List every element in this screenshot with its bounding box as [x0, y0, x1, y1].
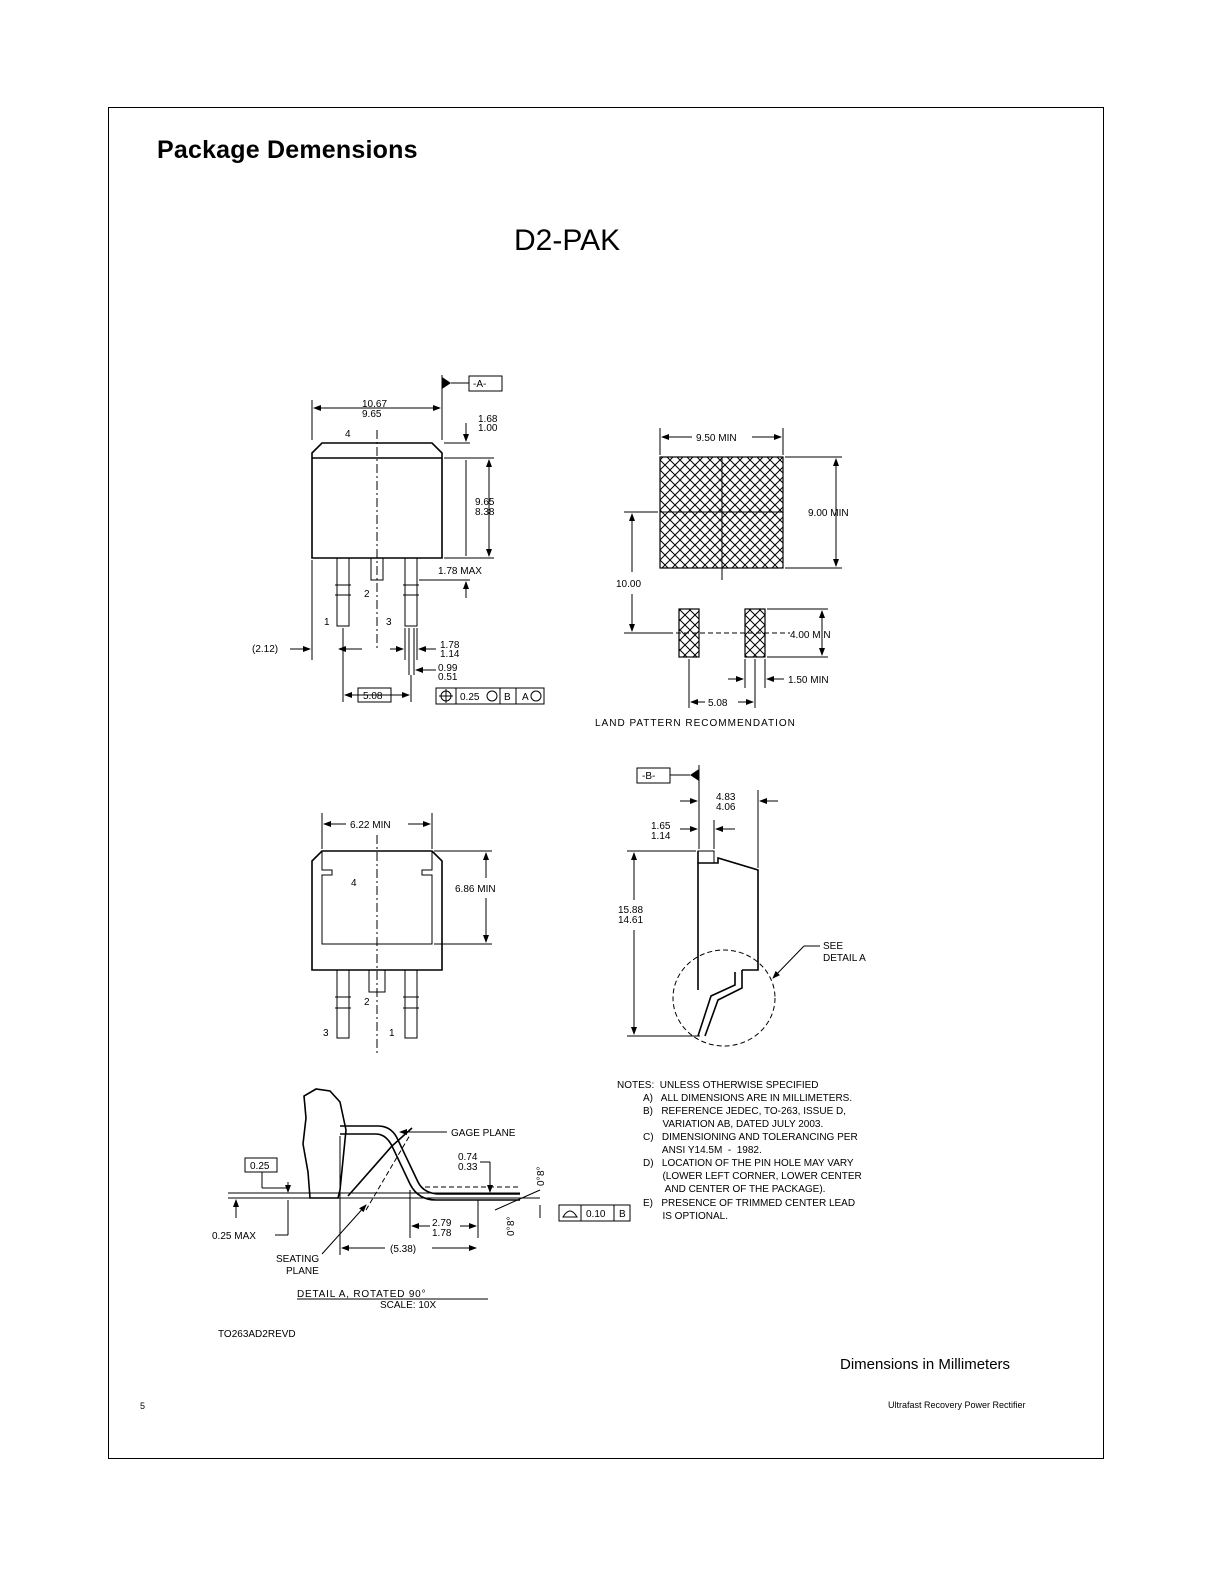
bottom-pin-3: [336, 969, 350, 1039]
pin-pitch: 5.08: [363, 691, 383, 702]
page-number: 5: [140, 1401, 146, 1411]
package-name: D2-PAK: [514, 224, 621, 257]
top-width-min: 9.65: [362, 409, 382, 420]
seating-plane-label: PLANE: [286, 1266, 319, 1277]
side-width-min: 4.06: [716, 802, 736, 813]
side-height-min: 14.61: [618, 915, 643, 926]
bottom-pin-2-label: 2: [364, 997, 370, 1008]
tol-ref-b: B: [504, 692, 511, 703]
side-tab-min: 1.14: [651, 831, 671, 842]
side-view: -B- 4.83 4.06 1.65 1.14 15.88 14.61 SEE …: [618, 765, 866, 1047]
page-title: Package Demensions: [157, 136, 418, 164]
detail-a-circle: [672, 949, 776, 1047]
notes: NOTES: UNLESS OTHERWISE SPECIFIED A) ALL…: [617, 1080, 862, 1222]
pad-width: 1.50 MIN: [788, 675, 829, 686]
bottom-pin-3-label: 3: [323, 1028, 329, 1039]
land-pattern: 9.50 MIN 9.00 MIN 10.00 4.00 MIN 1.50 MI…: [595, 428, 849, 729]
flatness-ref: B: [619, 1209, 626, 1220]
see-label: SEE: [823, 941, 843, 952]
datum-a: -A-: [473, 379, 486, 390]
pin-4-label: 4: [345, 429, 351, 440]
side-view-body: [697, 851, 759, 971]
top-width-max: 10.67: [362, 399, 387, 410]
lead-thick-max: 0.74: [458, 1152, 478, 1163]
datum-b: -B-: [642, 771, 655, 782]
note-line-2: B) REFERENCE JEDEC, TO-263, ISSUE D,: [643, 1106, 846, 1117]
note-line-4: C) DIMENSIONING AND TOLERANCING PER: [643, 1132, 858, 1143]
dimensions-note: Dimensions in Millimeters: [840, 1356, 1011, 1373]
bottom-pin-4-label: 4: [351, 878, 357, 889]
body-height-max: 9.65: [475, 497, 495, 508]
side-width-max: 4.83: [716, 792, 736, 803]
page-border: [108, 107, 1104, 1459]
note-line-3: VARIATION AB, DATED JULY 2003.: [643, 1119, 823, 1130]
pin-1-label: 1: [324, 617, 330, 628]
pin-width-max: 1.78: [440, 640, 460, 651]
angle-bottom-max: 8°: [506, 1216, 517, 1226]
notes-heading: NOTES: UNLESS OTHERWISE SPECIFIED: [617, 1080, 819, 1091]
land-caption: LAND PATTERN RECOMMENDATION: [595, 718, 796, 729]
gage-offset-box: 0.25: [250, 1161, 270, 1172]
detail-a: GAGE PLANE 0.25 0.25 MAX SEATING PLANE 0…: [212, 1088, 631, 1311]
detail-caption: DETAIL A, ROTATED 90°: [297, 1289, 426, 1300]
flatness-tol: 0.10: [586, 1209, 606, 1220]
bottom-pin-1-label: 1: [389, 1028, 395, 1039]
bottom-width: 6.22 MIN: [350, 820, 391, 831]
lead-max: 1.78 MAX: [438, 566, 482, 577]
foot-length-min: 1.78: [432, 1228, 452, 1239]
pin-3-lead: [404, 557, 418, 627]
detail-scale: SCALE: 10X: [380, 1300, 436, 1311]
side-tab-max: 1.65: [651, 821, 671, 832]
seating-label: SEATING: [276, 1254, 319, 1265]
position-tol: 0.25: [460, 692, 480, 703]
angle-top-min: 0°: [536, 1176, 547, 1186]
bottom-height: 6.86 MIN: [455, 884, 496, 895]
land-height: 9.00 MIN: [808, 508, 849, 519]
pin-3-label: 3: [386, 617, 392, 628]
land-width: 9.50 MIN: [696, 433, 737, 444]
offset-dim: (2.12): [252, 644, 278, 655]
pin-1-lead: [336, 557, 350, 627]
pin-thick-max: 0.99: [438, 663, 458, 674]
angle-bottom-min: 0°: [506, 1226, 517, 1236]
pad-height: 4.00 MIN: [790, 630, 831, 641]
top-height-max: 1.68: [478, 414, 498, 425]
note-line-9: E) PRESENCE OF TRIMMED CENTER LEAD: [643, 1198, 855, 1209]
body-height-min: 8.38: [475, 507, 495, 518]
side-height-max: 15.88: [618, 905, 643, 916]
bottom-view: 6.22 MIN 6.86 MIN 4 2 3 1: [311, 813, 496, 1055]
bottom-pin-1: [404, 969, 418, 1039]
pin-2-lead: [370, 557, 384, 581]
footer-product-name: Ultrafast Recovery Power Rectifier: [888, 1400, 1026, 1410]
pin-2-label: 2: [364, 589, 370, 600]
note-line-8: AND CENTER OF THE PACKAGE).: [643, 1184, 825, 1195]
gage-plane-label: GAGE PLANE: [451, 1128, 516, 1139]
note-line-1: A) ALL DIMENSIONS ARE IN MILLIMETERS.: [643, 1093, 852, 1104]
land-total: 10.00: [616, 579, 641, 590]
tol-ref-a: A: [522, 692, 529, 703]
angle-top-max: 8°: [536, 1166, 547, 1176]
note-line-10: IS OPTIONAL.: [643, 1211, 728, 1222]
top-view: 10.67 9.65 -A- 4 2 1 3 1.68 1.00 9.65 8.…: [252, 375, 545, 705]
bottom-pin-2: [368, 969, 386, 993]
pin-thick-min: 0.51: [438, 672, 458, 683]
lead-span-ref: (5.38): [390, 1244, 416, 1255]
note-line-6: D) LOCATION OF THE PIN HOLE MAY VARY: [643, 1158, 854, 1169]
land-pitch: 5.08: [708, 698, 728, 709]
drawing-id: TO263AD2REVD: [218, 1329, 296, 1340]
top-height-min: 1.00: [478, 423, 498, 434]
standoff-max: 0.25 MAX: [212, 1231, 256, 1242]
foot-length-max: 2.79: [432, 1218, 452, 1229]
note-line-5: ANSI Y14.5M - 1982.: [643, 1145, 762, 1156]
lead-thick-min: 0.33: [458, 1162, 478, 1173]
pin-width-min: 1.14: [440, 649, 460, 660]
top-view-body: [311, 442, 443, 559]
see-detail-label: DETAIL A: [823, 953, 866, 964]
note-line-7: (LOWER LEFT CORNER, LOWER CENTER: [643, 1171, 862, 1182]
